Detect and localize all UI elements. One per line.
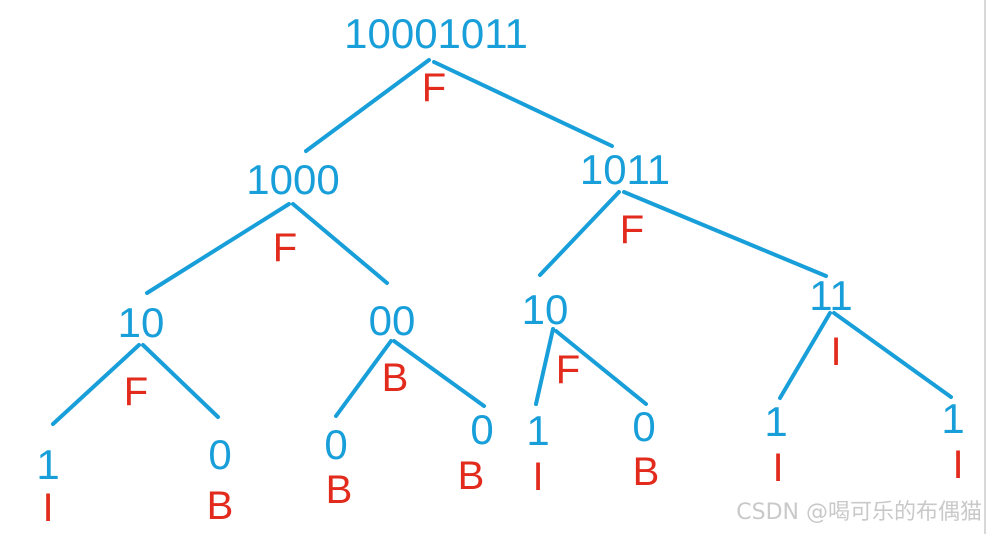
result-label-1011: F [619, 208, 645, 252]
tree-node-1000: 1000 [246, 156, 340, 203]
result-label-leaf-1a: I [42, 486, 54, 530]
watermark: CSDN @喝可乐的布偶猫 [736, 500, 982, 525]
tree-node-leaf-0b: 0 [324, 421, 348, 468]
result-label-leaf-0c: B [457, 454, 485, 498]
tree-node-10-left: 10 [117, 299, 165, 346]
tree-node-leaf-0c: 0 [470, 406, 494, 453]
result-label-leaf-1b: I [532, 455, 544, 499]
tree-edge-10-right-to-leaf-0d [554, 329, 648, 406]
result-label-leaf-0b: B [325, 468, 353, 512]
result-label-11: I [830, 330, 842, 374]
tree-node-leaf-1a: 1 [36, 441, 60, 488]
tree-node-10-right: 10 [521, 286, 569, 333]
tree-edge-10-left-to-leaf-1a [51, 343, 141, 426]
right-edge-border [984, 0, 986, 534]
tree-edge-10-right-to-leaf-1b [534, 327, 555, 406]
result-label-10001011: F [421, 66, 447, 110]
tree-node-1011: 1011 [579, 146, 671, 193]
result-label-10-right: F [555, 348, 581, 392]
result-label-1000: F [272, 226, 298, 270]
tree-edge-00-to-leaf-0c [392, 339, 486, 408]
tree-edge-11-to-leaf-1c [778, 311, 832, 400]
result-label-leaf-1c: I [772, 446, 784, 490]
tree-node-leaf-1c: 1 [764, 398, 788, 445]
tree-node-11: 11 [809, 272, 853, 319]
tree-edge-10001011-to-1011 [432, 60, 614, 148]
result-label-10-left: F [123, 370, 149, 414]
tree-edge-00-to-leaf-0b [334, 339, 393, 418]
tree-node-leaf-0a: 0 [208, 431, 232, 478]
tree-edge-1011-to-10-right [538, 190, 621, 277]
tree-edge-11-to-leaf-1d [832, 311, 953, 399]
result-label-leaf-0a: B [206, 484, 234, 528]
result-label-00: B [381, 356, 409, 400]
tree-edge-1000-to-00 [291, 202, 389, 285]
tree-node-10001011: 10001011 [344, 10, 528, 57]
tree-edge-10001011-to-1000 [304, 58, 431, 153]
tree-edge-1011-to-11 [622, 190, 828, 278]
tree-node-leaf-1d: 1 [941, 395, 965, 442]
tree-edge-10-left-to-leaf-0a [141, 343, 220, 419]
tree-node-00: 00 [368, 297, 416, 344]
result-label-leaf-1d: I [952, 443, 964, 487]
tree-node-leaf-1b: 1 [526, 407, 550, 454]
tree-edge-1000-to-10-left [145, 202, 291, 295]
result-label-leaf-0d: B [632, 450, 660, 494]
tree-node-leaf-0d: 0 [632, 403, 656, 450]
